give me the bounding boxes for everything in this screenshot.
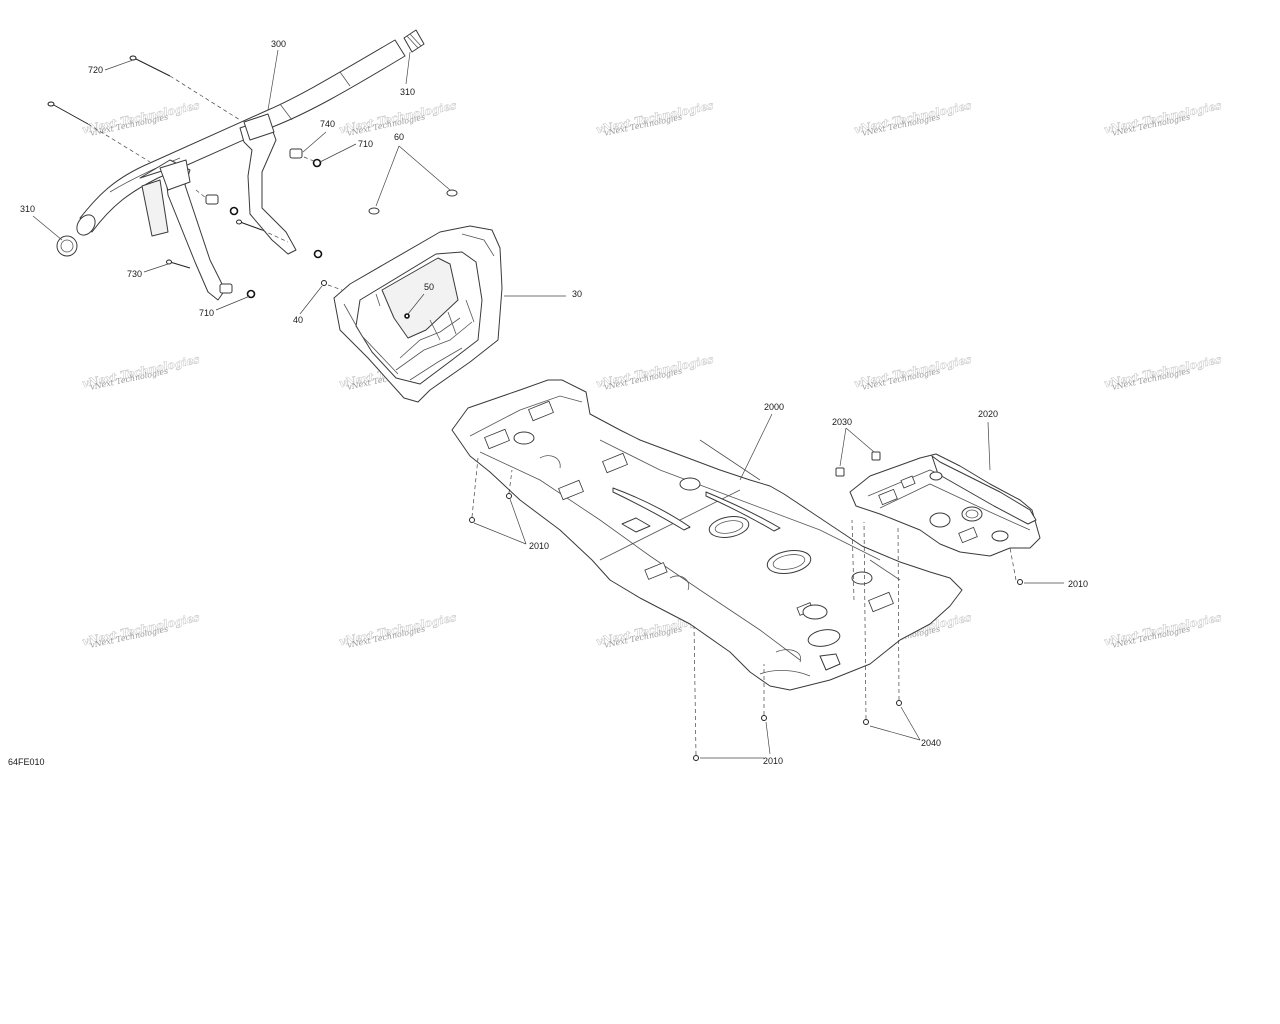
skid-plate-2000 [451, 379, 963, 691]
spacer-740 [205, 148, 303, 294]
callout-730: 730 [127, 269, 142, 279]
callout-labels: 300 310 720 310 740 710 60 730 710 40 50… [20, 39, 1088, 766]
callout-710-upper: 710 [358, 139, 373, 149]
bolt-720 [129, 55, 171, 77]
watermark: vNext Technologies vNext Technologies [1103, 611, 1223, 650]
rear-skid-plate-2020 [849, 453, 1041, 557]
callout-40: 40 [293, 315, 303, 325]
watermark: vNext Technologies vNext Technologies [81, 353, 201, 392]
callout-2010-left: 2010 [529, 541, 549, 551]
end-cap-310-right [403, 29, 425, 53]
callout-310-right: 310 [400, 87, 415, 97]
callout-310-left: 310 [20, 204, 35, 214]
clip-60 [368, 189, 458, 215]
front-fascia-30 [333, 225, 503, 403]
callout-710-lower: 710 [199, 308, 214, 318]
callout-2000: 2000 [764, 402, 784, 412]
watermark: vNext Technologies vNext Technologies [81, 611, 201, 650]
end-cap-310-left [56, 235, 78, 257]
diagram-id: 64FE010 [8, 757, 45, 767]
leader-lines [32, 49, 1064, 759]
callout-2020: 2020 [978, 409, 998, 419]
watermark: vNext Technologies vNext Technologies [595, 353, 715, 392]
bolt-730 [166, 219, 263, 269]
screw-40 [321, 280, 327, 286]
fastener-2010 [469, 493, 1023, 761]
callout-2010-bottom: 2010 [763, 756, 783, 766]
callout-2030: 2030 [832, 417, 852, 427]
watermark: vNext Technologies vNext Technologies [338, 611, 458, 650]
watermark: vNext Technologies vNext Technologies [1103, 99, 1223, 138]
watermark: vNext Technologies vNext Technologies [81, 99, 201, 138]
callout-30: 30 [572, 289, 582, 299]
callout-720: 720 [88, 65, 103, 75]
callout-2040: 2040 [921, 738, 941, 748]
callout-300: 300 [271, 39, 286, 49]
skid-vent [484, 400, 894, 616]
callout-740: 740 [320, 119, 335, 129]
bolt-730-upper [47, 101, 89, 125]
bumper-tube-300 [76, 39, 406, 301]
clip-2030 [835, 451, 881, 477]
callout-2010-right: 2010 [1068, 579, 1088, 589]
watermark: vNext Technologies vNext Technologies [1103, 353, 1223, 392]
watermark: vNext Technologies vNext Technologies [595, 99, 715, 138]
watermark: vNext Technologies vNext Technologies [853, 353, 973, 392]
nut-710 [229, 158, 323, 299]
watermark: vNext Technologies vNext Technologies [853, 99, 973, 138]
callout-60: 60 [394, 132, 404, 142]
fastener-2040 [863, 700, 902, 725]
callout-50: 50 [424, 282, 434, 292]
